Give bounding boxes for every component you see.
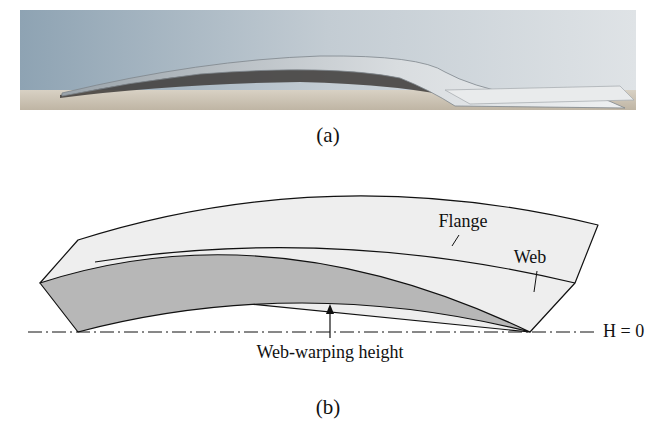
lower-flange [40,255,530,332]
photo-background [20,10,636,110]
dimension-label: Web-warping height [256,343,403,363]
leader-line [534,271,537,292]
part-label: Web [514,248,547,268]
channel-schematic [28,196,598,338]
baseline [28,332,598,333]
leader-line [452,235,459,246]
arrowhead [326,304,334,314]
height-arrow [329,311,330,338]
flange-web-face [40,196,598,332]
reference-label: H = 0 [603,322,644,342]
panel-label: (a) [316,124,339,147]
flat-plate [445,86,634,104]
part-label: Flange [439,212,488,232]
panel-label: (b) [316,396,341,419]
photo [20,10,636,110]
